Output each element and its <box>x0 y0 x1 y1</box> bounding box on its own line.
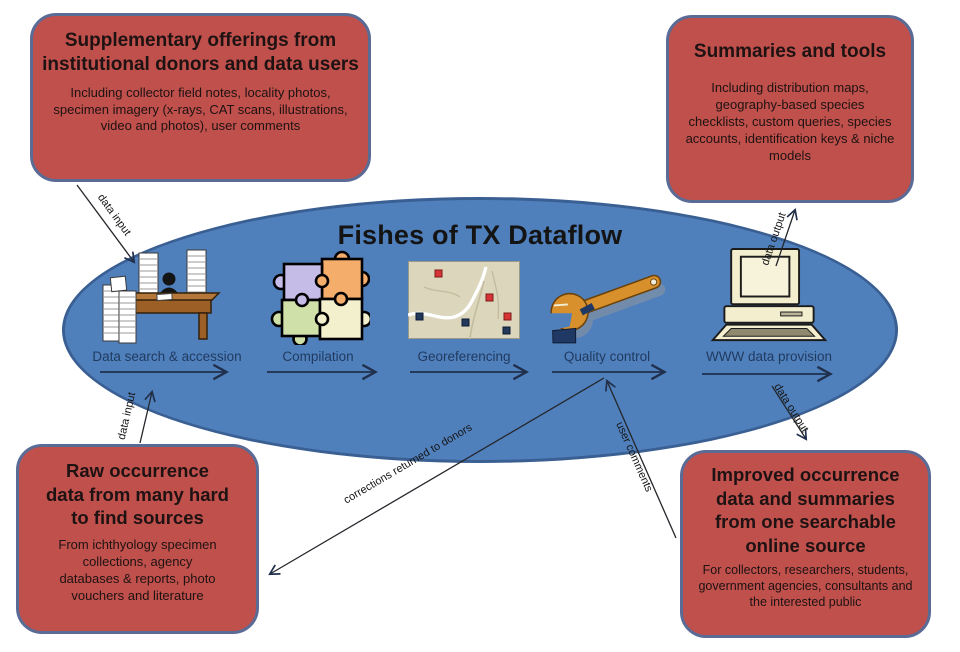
box-heading: Improved occurrence data and summaries f… <box>711 464 900 557</box>
step-label-www-data-provision: WWW data provision <box>705 349 833 364</box>
step-label-compilation: Compilation <box>282 349 354 364</box>
wrench-icon <box>538 274 666 344</box>
improved-occurrence-box: Improved occurrence data and summaries f… <box>680 450 931 638</box>
step-label-georeferencing: Georeferencing <box>417 349 511 364</box>
step-compilation: Compilation <box>256 248 380 364</box>
step-georeferencing: Georeferencing <box>404 248 524 364</box>
summaries-tools-box: Summaries and tools Including distributi… <box>666 15 914 203</box>
box-body: Including distribution maps, geography-b… <box>685 80 895 163</box>
map-icon <box>408 261 520 339</box>
step-quality-control: Quality control <box>538 248 676 364</box>
box-body: From ichthyology specimen collections, a… <box>58 537 217 603</box>
box-body: For collectors, researchers, students, g… <box>698 562 913 610</box>
step-data-search-accession: Data search & accession <box>92 248 242 364</box>
diagram-title: Fishes of TX Dataflow <box>337 220 623 250</box>
desk-papers-icon <box>102 249 221 344</box>
box-heading: Raw occurrence data from many hard to fi… <box>46 460 229 529</box>
puzzle-icon <box>270 250 370 345</box>
box-body: Including collector field notes, localit… <box>53 84 348 134</box>
raw-occurrence-box: Raw occurrence data from many hard to fi… <box>16 444 259 634</box>
box-heading: Summaries and tools <box>693 41 887 62</box>
step-label-data-search: Data search & accession <box>92 349 242 364</box>
data-input-bottom-label: data input <box>115 391 139 441</box>
supplementary-offerings-box: Supplementary offerings from institution… <box>30 13 371 182</box>
step-label-quality-control: Quality control <box>563 349 651 364</box>
box-heading: Supplementary offerings from institution… <box>42 30 359 76</box>
